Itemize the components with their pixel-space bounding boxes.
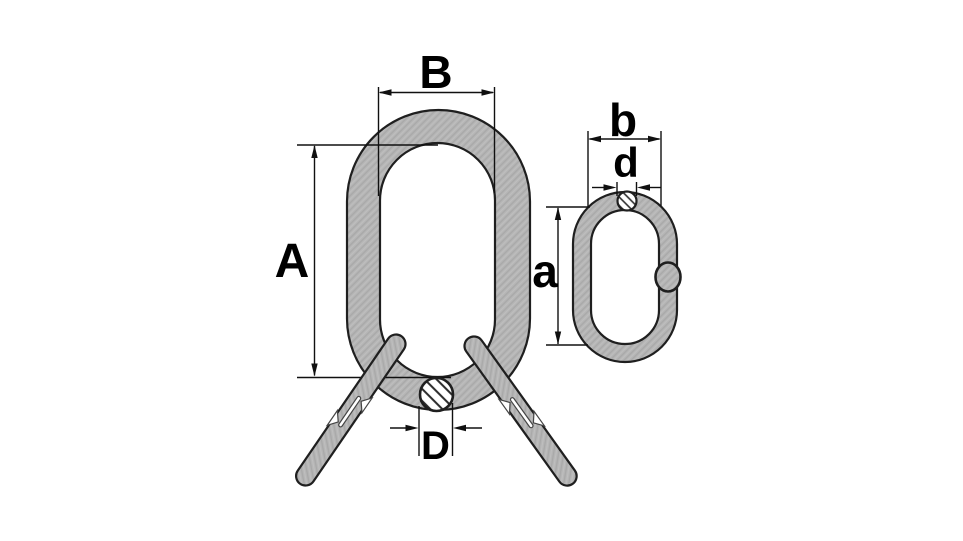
dimension-A: A	[275, 144, 451, 379]
arrowhead-left	[453, 424, 466, 432]
dimension-label-A: A	[275, 235, 310, 288]
arrowhead-left	[378, 89, 392, 96]
cross-section-hatch	[616, 190, 638, 212]
arrowhead-right	[481, 89, 495, 96]
arrowhead-right	[405, 424, 419, 432]
dimension-d: d	[592, 139, 661, 196]
arrowhead-up	[311, 145, 318, 158]
dimension-label-d: d	[613, 139, 639, 186]
dimension-b: b	[587, 94, 662, 207]
dimension-a: a	[532, 206, 590, 346]
cross-section-hatch	[418, 376, 455, 413]
dimension-D: D	[390, 403, 482, 468]
arrowhead-right	[648, 135, 661, 143]
dimension-label-a: a	[532, 245, 558, 297]
weld-bump	[654, 261, 682, 293]
arrowhead-down	[554, 331, 562, 345]
dimension-B: B	[377, 46, 496, 196]
oval-link-inner-contour	[589, 208, 661, 346]
cross-section-small	[616, 190, 638, 212]
arrowhead-left	[588, 135, 601, 143]
dimension-label-b: b	[609, 94, 637, 146]
arrowhead-right	[603, 184, 617, 191]
cross-section-large	[418, 376, 455, 413]
arrowhead-down	[311, 363, 318, 377]
arrowhead-up	[554, 207, 562, 220]
dimension-label-D: D	[421, 424, 450, 468]
oval-link-ring	[571, 190, 682, 364]
coupling-leg-left	[290, 328, 412, 492]
arrowhead-left	[637, 184, 650, 191]
dimension-label-B: B	[419, 46, 452, 98]
